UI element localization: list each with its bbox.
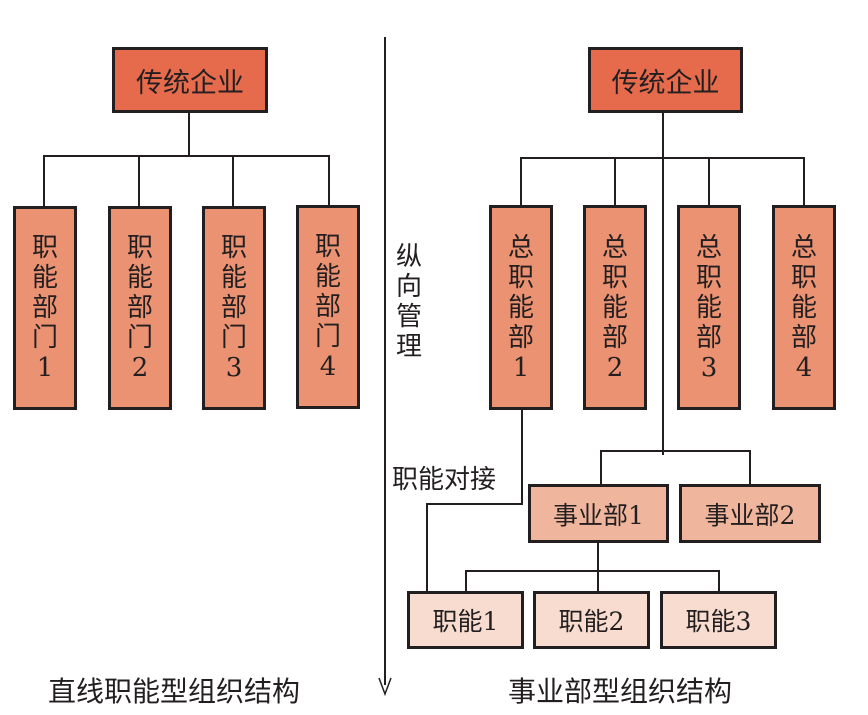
function-label: 职能3: [685, 607, 752, 636]
connector-line: [520, 157, 805, 159]
connector-line: [328, 155, 330, 207]
left-department-node: 职能部门1: [13, 206, 77, 410]
function-node: 职能3: [660, 591, 777, 649]
connector-line: [803, 157, 805, 207]
function-label: 职能2: [558, 607, 625, 636]
function-node: 职能2: [533, 591, 650, 649]
function-node: 职能1: [407, 591, 524, 649]
connector-line: [138, 155, 140, 207]
left-department-node: 职能部门4: [296, 205, 360, 409]
functional-link-label: 职能对接: [392, 465, 497, 495]
right-department-node: 总职能部2: [583, 205, 647, 410]
connector-line: [426, 503, 523, 505]
vertical-management-label: 纵向管理: [395, 242, 422, 362]
department-label: 职能部门1: [31, 233, 58, 383]
connector-line: [520, 157, 522, 207]
left-root-node: 传统企业: [112, 47, 268, 113]
connector-line: [43, 155, 45, 207]
connector-line: [600, 450, 750, 452]
left-department-node: 职能部门3: [202, 206, 266, 410]
connector-line: [232, 155, 234, 207]
connector-line: [465, 570, 720, 572]
function-label: 职能1: [432, 607, 499, 636]
right-root-label: 传统企业: [611, 67, 720, 99]
connector-line: [600, 450, 602, 486]
connector-line: [426, 503, 428, 593]
connector-line: [614, 157, 616, 207]
department-label: 总职能部1: [507, 232, 534, 383]
connector-line: [749, 450, 751, 486]
right-department-node: 总职能部4: [772, 205, 836, 410]
left-root-label: 传统企业: [136, 67, 244, 99]
connector-line: [708, 157, 710, 207]
department-label: 职能部门3: [220, 233, 247, 383]
right-root-node: 传统企业: [588, 47, 743, 113]
department-label: 总职能部3: [695, 232, 722, 383]
department-label: 职能部门4: [314, 232, 341, 382]
left-department-node: 职能部门2: [108, 206, 172, 410]
left-caption: 直线职能型组织结构: [48, 675, 301, 708]
right-department-node: 总职能部3: [677, 205, 741, 410]
vertical-divider-line: [384, 37, 386, 685]
connector-line: [188, 113, 190, 156]
connector-line: [465, 570, 467, 593]
right-department-node: 总职能部1: [489, 205, 553, 410]
division-label: 事业部1: [553, 500, 644, 530]
department-label: 总职能部4: [790, 232, 817, 383]
division-node: 事业部1: [528, 484, 669, 543]
division-node: 事业部2: [679, 484, 821, 543]
division-label: 事业部2: [704, 500, 796, 530]
department-label: 总职能部2: [601, 232, 628, 383]
connector-line: [662, 113, 664, 455]
connector-line: [597, 543, 599, 593]
connector-line: [43, 155, 330, 157]
connector-line: [521, 410, 523, 505]
department-label: 职能部门2: [126, 233, 153, 383]
down-arrow-icon: [378, 677, 392, 696]
right-caption: 事业部型组织结构: [508, 675, 733, 708]
connector-line: [718, 570, 720, 593]
